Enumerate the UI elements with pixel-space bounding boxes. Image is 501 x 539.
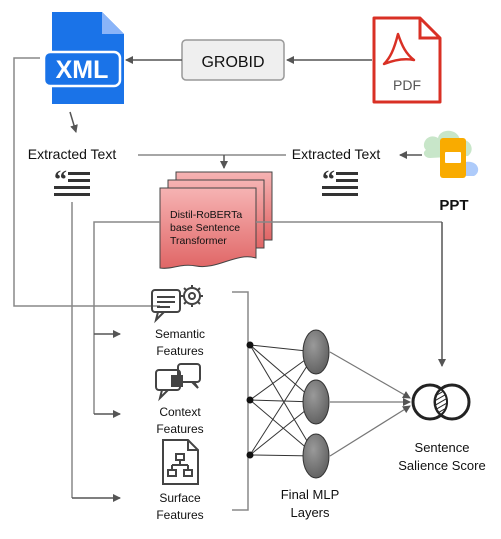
hidden-node	[302, 329, 330, 375]
mlp-label-1: Final MLP	[281, 487, 340, 502]
extracted-text-left-label: Extracted Text	[28, 146, 117, 162]
output-label-1: Sentence	[415, 440, 470, 455]
xml-file-icon: XML	[42, 12, 124, 104]
venn-score-icon	[411, 383, 471, 421]
semantic-label-1: Semantic	[155, 327, 205, 341]
features-bracket	[232, 291, 249, 511]
semantic-label-2: Features	[156, 344, 203, 358]
semantic-gear-icon	[151, 285, 203, 324]
input-node	[246, 341, 254, 349]
hidden-node	[302, 433, 330, 479]
input-node	[246, 396, 254, 404]
svg-text:“: “	[322, 165, 335, 194]
hidden-node	[302, 379, 330, 425]
ppt-label: PPT	[439, 197, 468, 214]
text-quote-icon-right: “	[322, 165, 358, 196]
pdf-file-icon: PDF	[372, 16, 442, 104]
transformer-label-2: base Sentence	[170, 222, 240, 234]
surface-label-2: Features	[156, 508, 203, 522]
acrobat-icon	[382, 32, 416, 66]
svg-text:“: “	[54, 165, 67, 194]
context-label-1: Context	[159, 405, 201, 419]
xml-left-line	[13, 57, 160, 307]
arrow-node3-to-score	[329, 405, 411, 457]
transformer-stack	[159, 171, 273, 269]
extracted-text-right-label: Extracted Text	[292, 146, 381, 162]
context-chip-icon	[155, 363, 201, 402]
text-quote-icon-left: “	[54, 165, 90, 196]
surface-label-1: Surface	[159, 491, 201, 505]
mlp-label-2: Layers	[290, 505, 330, 520]
transformer-left-line	[93, 221, 160, 414]
transformer-label-1: Distil-RoBERTa	[170, 209, 242, 221]
slides-file-icon	[423, 130, 479, 178]
surface-document-icon	[162, 439, 199, 485]
arrow-xml-to-text	[69, 111, 78, 133]
grobid-label: GROBID	[201, 54, 264, 71]
arrow-node1-to-score	[329, 351, 411, 399]
pdf-label: PDF	[393, 77, 421, 93]
transformer-label-3: Transformer	[170, 235, 227, 247]
input-node	[246, 451, 254, 459]
output-label-2: Salience Score	[398, 458, 485, 473]
context-label-2: Features	[156, 422, 203, 436]
xml-label: XML	[56, 56, 109, 84]
